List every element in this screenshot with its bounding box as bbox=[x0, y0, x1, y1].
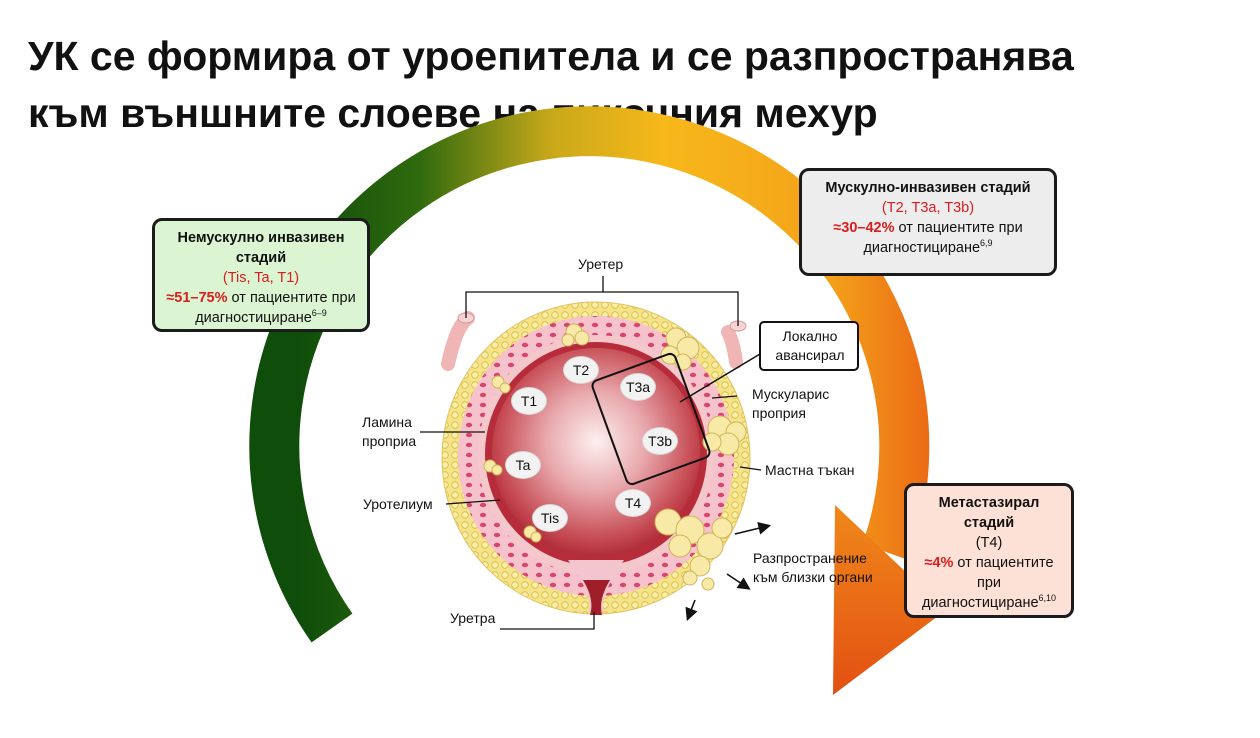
meta-codes: (T4) bbox=[975, 535, 1003, 551]
locally-advanced-label-box bbox=[759, 321, 859, 371]
ureter-tubes bbox=[441, 311, 747, 371]
tumor-label-t3a: T3a bbox=[620, 373, 656, 401]
mi-stat: ≈30–42% от пациентите при диагностициран… bbox=[833, 220, 1022, 256]
nmi-percent: ≈51–75% bbox=[166, 290, 228, 306]
mi-title: Мускулно-инвазивен стадий bbox=[825, 180, 1031, 196]
nmi-title: Немускулно инвазивен стадий bbox=[177, 230, 345, 266]
label-urethra: Уретра bbox=[450, 610, 496, 626]
tumor-label-t1: T1 bbox=[511, 387, 547, 415]
progression-arc bbox=[249, 106, 946, 695]
label-urothelium: Уротелиум bbox=[363, 496, 433, 512]
meta-percent: ≈4% bbox=[924, 555, 954, 571]
non-muscle-invasive-stage-box: Немускулно инвазивен стадий (Tis, Ta, T1… bbox=[152, 218, 370, 332]
page-title-line-2: към външните слоеве на пикочния мехур bbox=[28, 90, 878, 136]
tumor-label-t3b: T3b bbox=[642, 427, 678, 455]
locally-advanced-frame bbox=[591, 352, 711, 486]
mi-refs: 6,9 bbox=[980, 238, 993, 249]
meta-text: от пациентите при диагностициране bbox=[921, 555, 1054, 611]
label-ureter: Уретер bbox=[578, 256, 624, 272]
meta-title: Метастазирал стадий bbox=[938, 495, 1040, 531]
leader-lines bbox=[420, 276, 762, 630]
label-muscularis-propria: Мускуларис проприя bbox=[752, 386, 830, 421]
meta-refs: 6,10 bbox=[1038, 593, 1057, 604]
mi-text: от пациентите при диагностициране bbox=[863, 220, 1023, 256]
metastatic-stage-box: Метастазирал стадий (T4) ≈4% от пациенти… bbox=[904, 483, 1074, 618]
tumor-label-ta: Ta bbox=[505, 451, 541, 479]
meta-stat: ≈4% от пациентите при диагностициране6,1… bbox=[922, 555, 1056, 611]
muscle-invasive-stage-box: Мускулно-инвазивен стадий (T2, T3a, T3b)… bbox=[799, 168, 1057, 276]
mi-codes: (T2, T3a, T3b) bbox=[881, 200, 975, 216]
nmi-refs: 6–9 bbox=[311, 308, 327, 319]
label-spread: Разпространение към близки органи bbox=[753, 550, 873, 585]
tumor-label-t2: T2 bbox=[563, 356, 599, 384]
label-lamina-propria: Ламина проприа bbox=[362, 414, 417, 449]
mi-percent: ≈30–42% bbox=[833, 220, 895, 236]
progression-arrow-head bbox=[833, 505, 946, 695]
page-title-line-1: УК се формира от уроепитела и се разпрос… bbox=[28, 33, 1074, 79]
label-fat-tissue: Мастна тъкан bbox=[765, 462, 855, 478]
nmi-codes: (Tis, Ta, T1) bbox=[222, 270, 300, 286]
label-locally-advanced: Локално авансирал bbox=[775, 328, 845, 363]
nmi-stat: ≈51–75% от пациентите при диагностициран… bbox=[166, 290, 355, 326]
tumor-label-tis: Tis bbox=[532, 504, 568, 532]
page-title: УК се формира от уроепитела и се разпрос… bbox=[28, 28, 1228, 142]
spread-arrows bbox=[685, 522, 772, 621]
nmi-text: от пациентите при диагностициране bbox=[195, 290, 356, 326]
tumor-label-t4: T4 bbox=[615, 489, 651, 517]
